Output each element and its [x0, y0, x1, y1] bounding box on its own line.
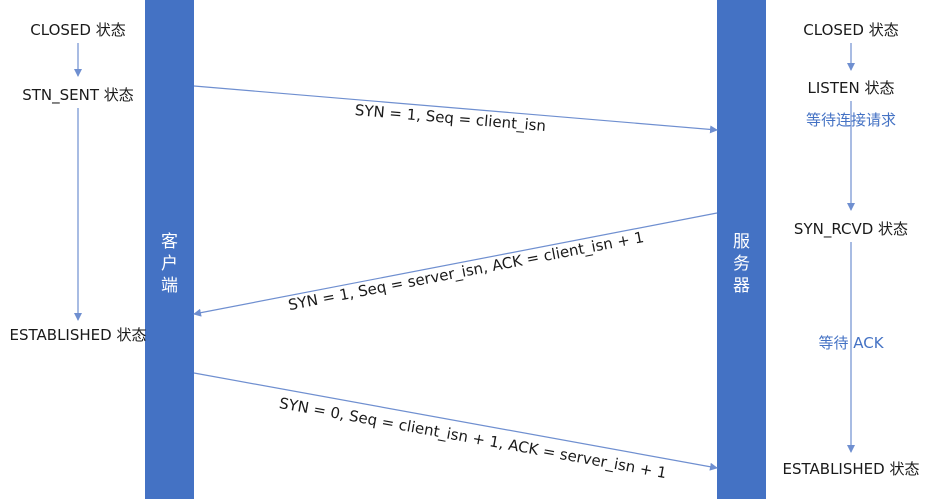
client-lane-label-3: 端 — [161, 276, 178, 296]
ack-message-arrow — [193, 372, 718, 471]
server-wait-ack-label: 等待 ACK — [818, 334, 884, 352]
client-lane — [145, 0, 194, 499]
server-lane-label-1: 服 — [733, 232, 750, 252]
server-wait-connection-label: 等待连接请求 — [806, 111, 896, 129]
client-state-syn-sent: STN_SENT 状态 — [22, 86, 134, 105]
client-state-established: ESTABLISHED 状态 — [10, 326, 147, 344]
server-state-syn-rcvd: SYN_RCVD 状态 — [794, 220, 908, 239]
syn-ack-message-arrow — [193, 212, 718, 317]
client-lane-label-1: 客 — [161, 232, 178, 252]
server-lane-label-3: 器 — [733, 276, 750, 296]
client-lane-label-2: 户 — [161, 254, 178, 274]
server-state-established: ESTABLISHED 状态 — [783, 460, 920, 478]
syn-message-arrow — [193, 85, 718, 134]
syn-ack-message-label: SYN = 1, Seq = server_isn, ACK = client_… — [287, 228, 646, 315]
server-lane — [717, 0, 766, 499]
server-state-listen: LISTEN 状态 — [808, 79, 895, 97]
syn-message-label: SYN = 1, Seq = client_isn — [354, 101, 547, 136]
server-state-closed: CLOSED 状态 — [803, 21, 898, 39]
server-lane-label-2: 务 — [733, 254, 750, 274]
ack-message-label: SYN = 0, Seq = client_isn + 1, ACK = ser… — [278, 394, 668, 483]
client-state-closed: CLOSED 状态 — [30, 21, 125, 39]
